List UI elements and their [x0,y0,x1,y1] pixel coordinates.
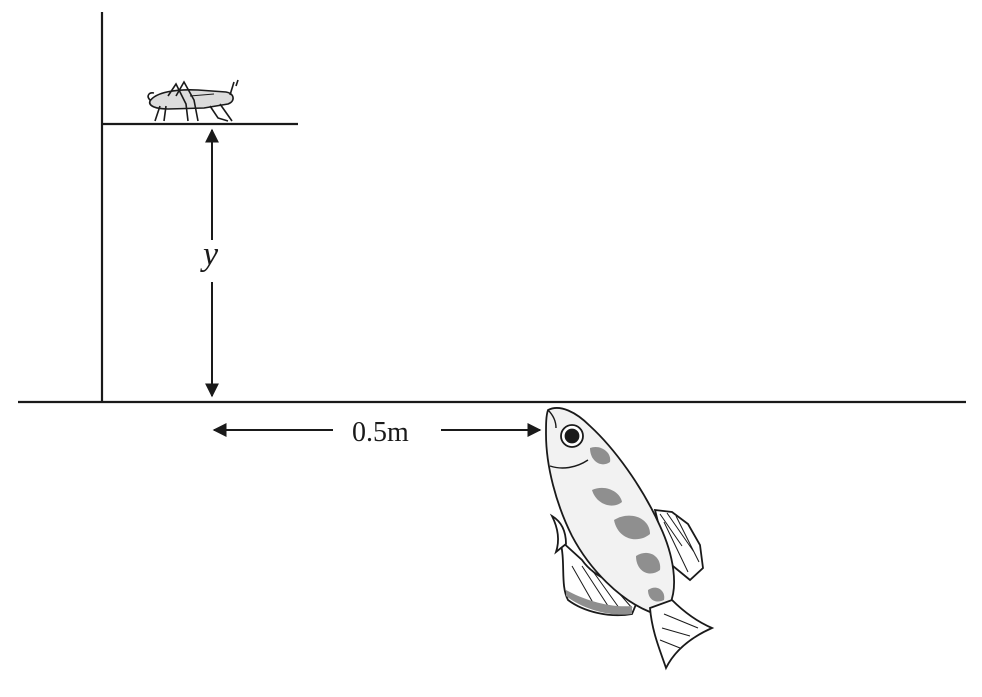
horizontal-distance-label: 0.5m [352,417,409,448]
vertical-distance-label: y [203,236,219,273]
insect-icon [147,79,239,122]
fish-icon [545,407,715,671]
